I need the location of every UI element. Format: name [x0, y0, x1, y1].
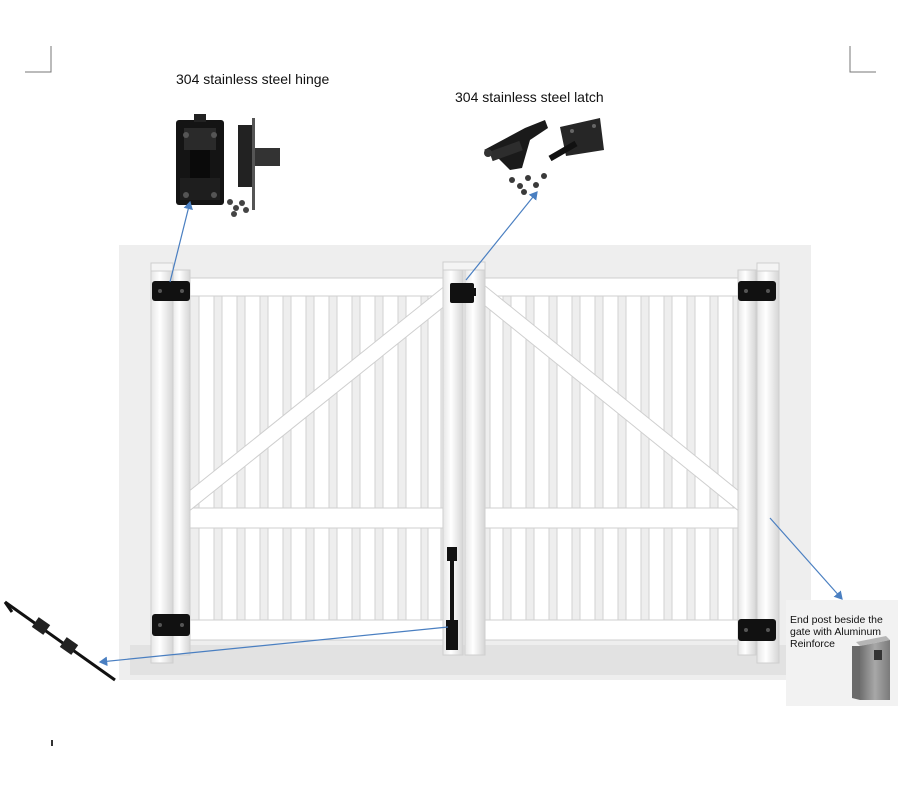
latch-callout-label: 304 stainless steel latch: [455, 89, 604, 105]
hinge-hardware-icon: [176, 114, 280, 217]
end-post-callout: End post beside the gate with Aluminum R…: [786, 600, 898, 706]
end-post-callout-label: End post beside the gate with Aluminum R…: [790, 614, 883, 650]
end-posts: [150, 261, 780, 664]
page-corner-marks: [25, 46, 876, 73]
gate-latch: [450, 283, 476, 303]
aluminum-insert-icon: [852, 636, 890, 700]
stray-mark: [51, 740, 53, 746]
latch-hardware-icon: [484, 118, 604, 195]
hinge-callout-label: 304 stainless steel hinge: [176, 71, 330, 87]
right-gate-pickets: [489, 294, 734, 641]
callout-arrows: [98, 191, 843, 667]
gate-hinges: [152, 281, 776, 641]
gate-drop-rod: [446, 547, 458, 650]
gate-rails: [184, 277, 741, 641]
drop-rod-icon: [3, 600, 116, 682]
